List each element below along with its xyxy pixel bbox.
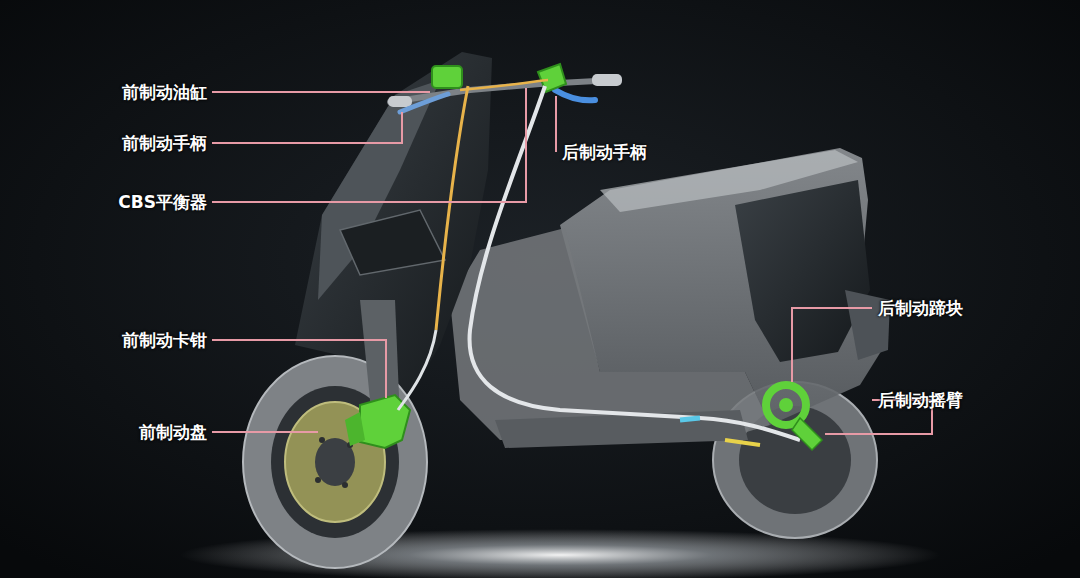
- part-label: 前制动卡钳: [122, 330, 207, 350]
- brake-hose: [398, 330, 436, 410]
- part-label: CBS平衡器: [118, 192, 207, 212]
- cable-joint: [725, 440, 760, 445]
- master-cylinder: [432, 66, 462, 88]
- part-label: 后制动手柄: [562, 142, 647, 162]
- floorboard: [450, 228, 770, 440]
- cbs-link: [460, 80, 548, 90]
- part-label: 前制动油缸: [122, 82, 207, 102]
- rear-lever-mount: [538, 64, 566, 92]
- front-wheel: [243, 356, 427, 568]
- cable-joint: [680, 418, 700, 420]
- part-label: 前制动手柄: [122, 133, 207, 153]
- brake-caliper-part: [345, 412, 365, 446]
- rear-lever: [555, 90, 595, 100]
- front-lever: [400, 94, 448, 112]
- leader-line: [555, 96, 557, 152]
- part-label: 前制动盘: [139, 422, 207, 442]
- rear-brake-hub: [779, 398, 793, 412]
- leader-line: [212, 431, 318, 433]
- brake-hose: [436, 86, 468, 330]
- leader-line: [212, 91, 430, 93]
- part-label: 后制动摇臂: [878, 390, 963, 410]
- headlight: [340, 210, 445, 275]
- leader-lines: [212, 88, 932, 434]
- leader-line: [212, 88, 526, 202]
- floor-edge: [495, 410, 748, 448]
- part-label: 后制动蹄块: [878, 298, 963, 318]
- leader-line: [212, 340, 386, 398]
- grip: [592, 74, 622, 86]
- leader-line: [792, 308, 872, 382]
- side-panel: [735, 180, 870, 362]
- grip: [388, 96, 412, 107]
- leader-line: [212, 112, 402, 143]
- rear-brake-arm: [792, 418, 822, 450]
- rear-brake-cable: [470, 86, 800, 440]
